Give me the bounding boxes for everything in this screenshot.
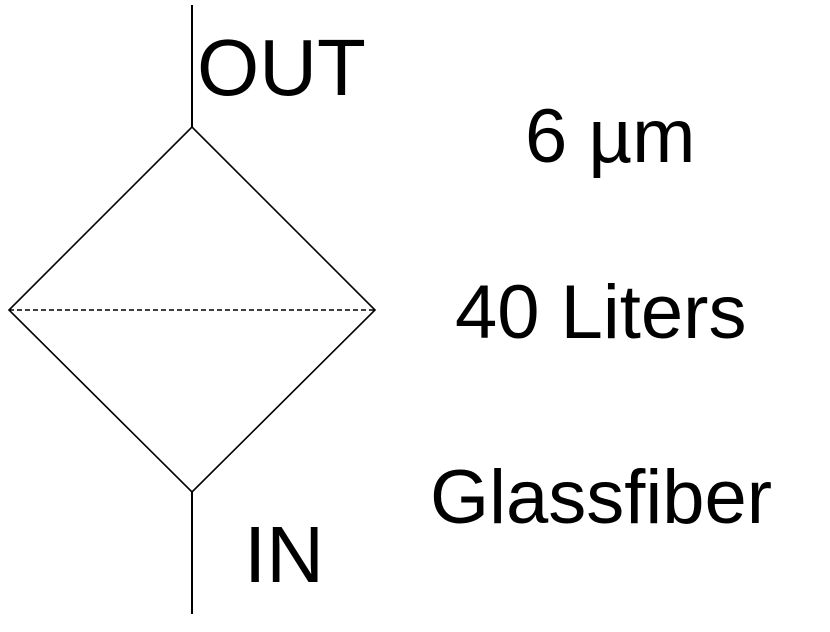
media-spec: Glassfiber [430, 455, 773, 540]
particle-size-spec: 6 µm [525, 94, 696, 179]
outlet-label: OUT [197, 23, 366, 112]
volume-spec: 40 Liters [455, 270, 747, 355]
filter-element-diamond [7, 125, 377, 494]
inlet-label: IN [244, 510, 324, 599]
